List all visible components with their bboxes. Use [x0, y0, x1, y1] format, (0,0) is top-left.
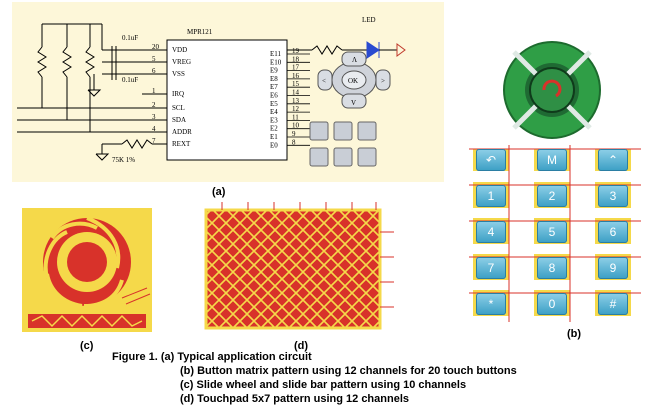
right-pin-num: 8 — [292, 138, 296, 146]
right-pin-e1: E1 — [270, 133, 278, 141]
right-pin-num: 10 — [292, 122, 300, 130]
pullup-resistors — [17, 23, 167, 161]
panel-c-slider — [22, 208, 152, 332]
key-2[interactable]: 2 — [537, 185, 567, 207]
caret-up-icon: ⌃ — [607, 153, 619, 167]
cap1-label: 0.1uF — [122, 34, 138, 42]
key-5[interactable]: 5 — [537, 221, 567, 243]
right-pin-num: 12 — [292, 105, 300, 113]
right-pin-e11: E11 — [270, 50, 282, 58]
right-pin-e4: E4 — [270, 108, 278, 116]
right-pin-num: 14 — [292, 89, 300, 97]
right-pin-e8: E8 — [270, 75, 278, 83]
panel-d-touchpad — [198, 202, 394, 334]
nav-right: > — [381, 77, 385, 85]
chip-name: MPR121 — [187, 28, 213, 36]
nav-up: Λ — [352, 56, 357, 64]
panel-a-label: (a) — [212, 186, 226, 198]
right-pin-num: 19 — [292, 47, 300, 55]
right-pin-e2: E2 — [270, 125, 278, 133]
resistor-label: 75K 1% — [112, 156, 135, 164]
led-label: LED — [362, 16, 376, 24]
left-pin-num: 1 — [152, 87, 156, 95]
left-pin-num: 20 — [152, 43, 160, 51]
key-0[interactable]: 0 — [537, 293, 567, 315]
right-pin-e5: E5 — [270, 100, 278, 108]
left-pin-num: 2 — [152, 101, 156, 109]
key-squares — [309, 121, 377, 167]
left-pin-num: 5 — [152, 55, 156, 63]
left-pin-num: 3 — [152, 113, 156, 121]
right-pin-num: 16 — [292, 72, 300, 80]
left-pin-sda: SDA — [172, 116, 186, 124]
right-pin-e6: E6 — [270, 92, 278, 100]
right-pin-num: 15 — [292, 80, 300, 88]
right-pin-e9: E9 — [270, 67, 278, 75]
panel-b-label: (b) — [567, 328, 582, 340]
caption-line-1: Figure 1. (a) Typical application circui… — [112, 351, 312, 363]
key-7[interactable]: 7 — [476, 257, 506, 279]
panel-d-label: (d) — [294, 340, 309, 352]
right-pin-num: 18 — [292, 55, 300, 63]
menu-key[interactable]: M — [537, 149, 567, 171]
right-pin-e3: E3 — [270, 116, 278, 124]
key-8[interactable]: 8 — [537, 257, 567, 279]
key-hash[interactable]: # — [598, 293, 628, 315]
left-pin-num: 6 — [152, 67, 156, 75]
left-pin-vreg: VREG — [172, 58, 191, 66]
left-pin-addr: ADDR — [172, 128, 192, 136]
nav-ok: OK — [348, 77, 358, 85]
left-pin-num: 4 — [152, 125, 156, 133]
cap2-label: 0.1uF — [122, 76, 138, 84]
nav-pad — [317, 51, 391, 109]
key-3[interactable]: 3 — [598, 185, 628, 207]
key-4[interactable]: 4 — [476, 221, 506, 243]
right-pin-num: 9 — [292, 130, 296, 138]
panel-b-wheel — [488, 40, 616, 140]
caption-line-3: (c) Slide wheel and slide bar pattern us… — [180, 379, 467, 391]
undo-icon: ↶ — [485, 153, 497, 167]
left-pin-rext: REXT — [172, 140, 191, 148]
back-arrow-icon — [542, 79, 562, 98]
panel-c-label: (c) — [80, 340, 94, 352]
nav-left: < — [322, 77, 326, 85]
right-pin-num: 13 — [292, 97, 300, 105]
left-pin-scl: SCL — [172, 104, 185, 112]
right-pin-num: 11 — [292, 113, 299, 121]
up-key[interactable]: ⌃ — [598, 149, 628, 171]
panel-b-keypad: ↶ M ⌃ 1 2 3 4 5 6 7 8 9 * 0 # — [469, 145, 641, 322]
key-9[interactable]: 9 — [598, 257, 628, 279]
left-pin-irq: IRQ — [172, 90, 184, 98]
caption-line-4: (d) Touchpad 5x7 pattern using 12 channe… — [180, 393, 410, 405]
key-star[interactable]: * — [476, 293, 506, 315]
right-pin-e10: E10 — [270, 58, 282, 66]
key-1[interactable]: 1 — [476, 185, 506, 207]
right-pin-num: 17 — [292, 64, 300, 72]
back-key[interactable]: ↶ — [476, 149, 506, 171]
left-pin-vss: VSS — [172, 70, 185, 78]
right-pin-e0: E0 — [270, 141, 278, 149]
key-6[interactable]: 6 — [598, 221, 628, 243]
nav-down: V — [351, 99, 356, 107]
right-pin-e7: E7 — [270, 83, 278, 91]
caption-line-2: (b) Button matrix pattern using 12 chann… — [180, 365, 517, 377]
left-pin-num: 7 — [152, 137, 156, 145]
led-circuit — [287, 41, 406, 59]
left-pin-vdd: VDD — [172, 46, 187, 54]
